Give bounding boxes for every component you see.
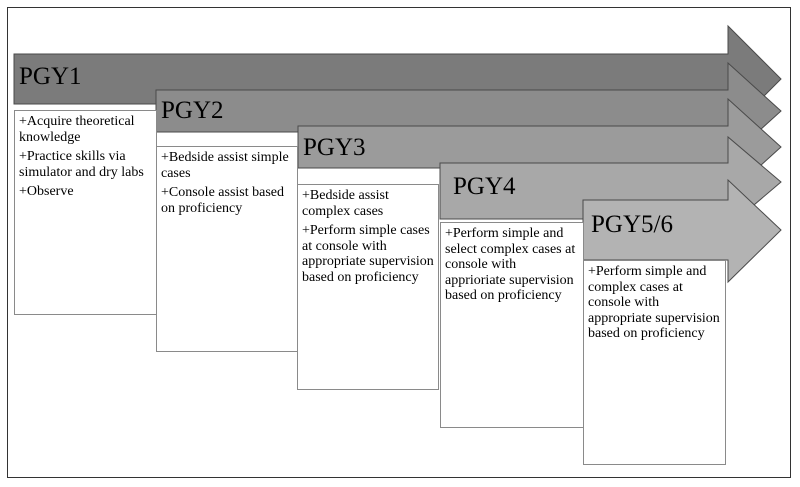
stage-item: +Console assist based on proficiency: [161, 185, 284, 216]
stage-item: +Bedside assist simple cases: [161, 150, 289, 181]
stage-item: +Practice skills via simulator and dry l…: [19, 149, 144, 180]
stage-item: +Observe: [19, 184, 74, 199]
stage-label-pgy4: PGY4: [453, 173, 516, 200]
stage-item: +Bedside assist complex cases: [302, 188, 389, 219]
stage-box-pgy4: +Perform simple and select complex cases…: [440, 222, 584, 428]
diagram-frame: [7, 7, 791, 478]
stage-item: +Acquire theoretical knowledge: [19, 114, 135, 145]
stage-item: +Perform simple and complex cases at con…: [588, 264, 720, 341]
stage-item: +Perform simple cases at console with ap…: [302, 223, 434, 285]
stage-box-pgy5-6: +Perform simple and complex cases at con…: [583, 260, 726, 465]
stage-label-pgy3: PGY3: [303, 134, 366, 161]
stage-box-pgy1: +Acquire theoretical knowledge +Practice…: [14, 110, 157, 315]
stage-label-pgy1: PGY1: [19, 63, 82, 90]
stage-label-pgy5-6: PGY5/6: [591, 211, 673, 238]
stage-box-pgy2: +Bedside assist simple cases +Console as…: [156, 146, 298, 352]
stage-label-pgy2: PGY2: [161, 97, 224, 124]
stage-box-pgy3: +Bedside assist complex cases +Perform s…: [297, 184, 439, 390]
stage-item: +Perform simple and select complex cases…: [445, 226, 576, 303]
